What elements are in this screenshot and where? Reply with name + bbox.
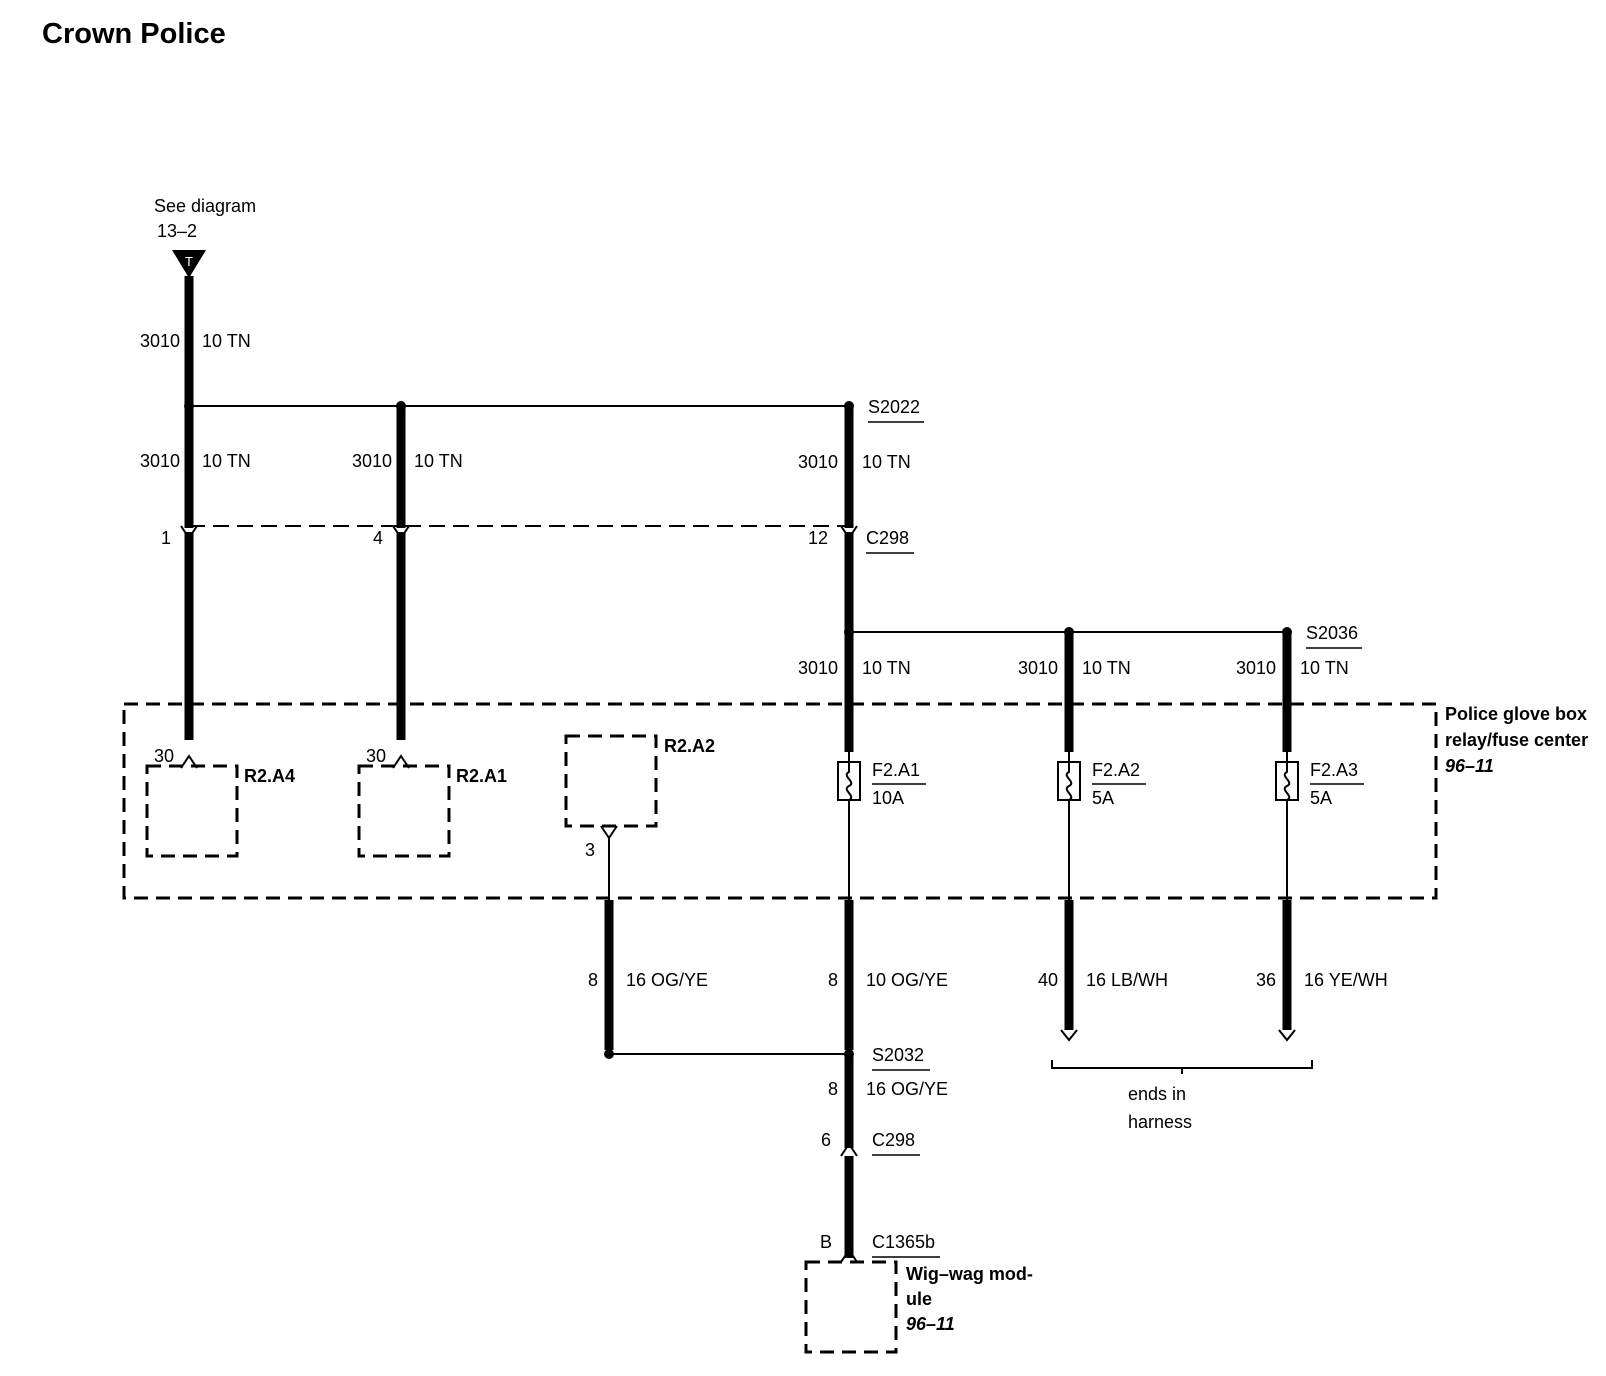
wire-circuit-label: 3010 (140, 451, 180, 471)
connector-pin-label: 12 (808, 528, 828, 548)
wire-gauge-label: 10 TN (1082, 658, 1131, 678)
fuse-element-icon (845, 762, 853, 801)
wire-gauge-label: 10 OG/YE (866, 970, 948, 990)
wire-circuit-label: 8 (828, 970, 838, 990)
relay-r2a1 (357, 764, 451, 858)
wire-circuit-label: 3010 (352, 451, 392, 471)
wire-circuit-label: 3010 (1018, 658, 1058, 678)
harness-note: ends in (1128, 1084, 1186, 1104)
wire-gauge-label: 16 LB/WH (1086, 970, 1168, 990)
fuse-f2a3-label: F2.A3 (1310, 760, 1358, 780)
wire-gauge-label: 10 TN (862, 452, 911, 472)
fuse-center-ref: 96–11 (1445, 756, 1494, 776)
wire-gauge-label: 10 TN (202, 331, 251, 351)
splice-s2032-label: S2032 (872, 1045, 924, 1065)
wire-gauge-label: 16 OG/YE (626, 970, 708, 990)
wire-gauge-label: 10 TN (1300, 658, 1349, 678)
fuse-center-title-line2: relay/fuse center (1445, 730, 1588, 750)
connector-pin-icon (840, 1248, 858, 1263)
relay-r2a4 (145, 764, 239, 858)
relay-pin-icon (392, 754, 410, 769)
relay-pin-label: 30 (154, 746, 174, 766)
wire-end-icon (1060, 1029, 1078, 1042)
fuse-center-box (122, 702, 1438, 900)
off-page-connector-icon: T (172, 250, 206, 278)
wire-circuit-label: 36 (1256, 970, 1276, 990)
splice-dot (604, 1049, 614, 1059)
relay-r2a2-label: R2.A2 (664, 736, 715, 756)
relay-r2a1-label: R2.A1 (456, 766, 507, 786)
wire-end-icon (1278, 1029, 1296, 1042)
wire-gauge-label: 16 OG/YE (866, 1079, 948, 1099)
fuse-f2a1-label: F2.A1 (872, 760, 920, 780)
connector-c298-label: C298 (866, 528, 909, 548)
fuse-element-icon (1065, 762, 1073, 801)
wire-circuit-label: 3010 (1236, 658, 1276, 678)
wire-circuit-label: 8 (588, 970, 598, 990)
connector-pin-label: 1 (161, 528, 171, 548)
fuse-center-title: Police glove box (1445, 704, 1587, 724)
wire-circuit-label: 8 (828, 1079, 838, 1099)
connector-pin-icon (840, 1142, 858, 1157)
wire-circuit-label: 40 (1038, 970, 1058, 990)
fuse-f2a2-rating: 5A (1092, 788, 1114, 808)
relay-pin-label: 3 (585, 840, 595, 860)
relay-r2a2 (564, 734, 658, 828)
fuse-element-icon (1283, 762, 1291, 801)
harness-brace (1051, 1060, 1313, 1074)
connector-pin-label: 6 (821, 1130, 831, 1150)
relay-pin-icon (180, 754, 198, 769)
fuse-f2a1-rating: 10A (872, 788, 904, 808)
fuse-f2a2-label: F2.A2 (1092, 760, 1140, 780)
fuse-f2a3-rating: 5A (1310, 788, 1332, 808)
connector-pin-label: B (820, 1232, 832, 1252)
page-title: Crown Police (42, 18, 226, 50)
splice-s2022-label: S2022 (868, 397, 920, 417)
wire-gauge-label: 10 TN (202, 451, 251, 471)
svg-text:T: T (185, 254, 193, 269)
wire-gauge-label: 16 YE/WH (1304, 970, 1388, 990)
wire-circuit-label: 3010 (798, 452, 838, 472)
relay-r2a4-label: R2.A4 (244, 766, 295, 786)
connector-c1365b-label: C1365b (872, 1232, 935, 1252)
wigwag-module-ref: 96–11 (906, 1314, 955, 1334)
wire-gauge-label: 10 TN (414, 451, 463, 471)
wigwag-module-box (804, 1260, 898, 1354)
wire-circuit-label: 3010 (140, 331, 180, 351)
see-diagram-number: 13–2 (157, 221, 197, 241)
wigwag-module-label-line2: ule (906, 1289, 932, 1309)
wire-gauge-label: 10 TN (862, 658, 911, 678)
splice-s2036-label: S2036 (1306, 623, 1358, 643)
connector-pin-label: 4 (373, 528, 383, 548)
relay-pin-label: 30 (366, 746, 386, 766)
harness-note-line2: harness (1128, 1112, 1192, 1132)
see-diagram-label: See diagram (154, 196, 256, 216)
wire-circuit-label: 3010 (798, 658, 838, 678)
connector-c298-bottom-label: C298 (872, 1130, 915, 1150)
wigwag-module-label: Wig–wag mod- (906, 1264, 1033, 1284)
